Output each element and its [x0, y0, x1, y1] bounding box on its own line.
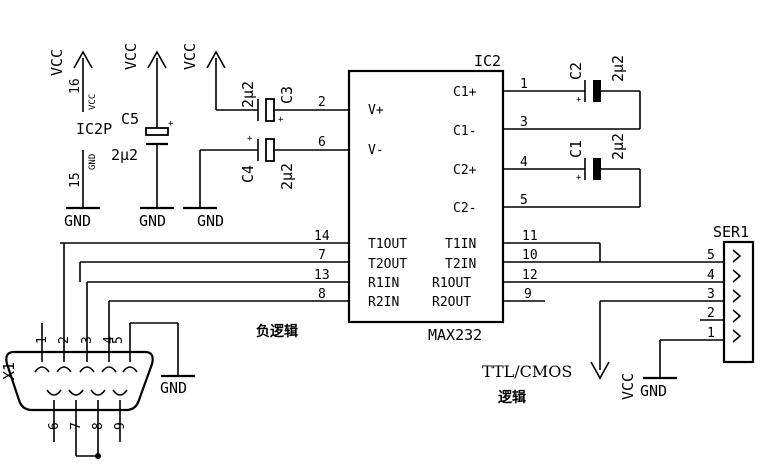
vcc-label: VCC [181, 43, 199, 70]
ic2-pin-name: R1OUT [432, 276, 471, 291]
ic2-pin-num: 10 [522, 248, 538, 263]
ser1-pin-num: 2 [707, 306, 715, 321]
ic2-pin-name: C2- [453, 201, 476, 216]
ic2-pin-num: 12 [522, 268, 538, 283]
x1-pin-num: 9 [113, 422, 128, 430]
ic2-ref: IC2 [474, 52, 501, 70]
c2-body [593, 80, 601, 102]
ic2-pin-num: 9 [524, 287, 532, 302]
gnd-label: GND [197, 212, 224, 230]
x1-pin-num: 6 [47, 422, 62, 430]
c3-body [265, 98, 275, 122]
ic2-pin-name: R2IN [368, 295, 399, 310]
ic2-pin-num: 2 [318, 95, 326, 110]
ser1-body [722, 240, 755, 364]
c4-plus: + [247, 134, 253, 144]
x1-pin-num: 8 [91, 422, 106, 430]
c4-ref: C4 [239, 165, 257, 183]
c2-ref: C2 [567, 62, 585, 80]
ser1-pin-num: 4 [707, 268, 715, 283]
ic2-body [347, 69, 505, 324]
ser1-ref: SER1 [713, 223, 749, 241]
ser1-pin-num: 5 [707, 248, 715, 263]
ic2-pin-num: 4 [520, 155, 528, 170]
ic2-pin-name: C1+ [453, 85, 477, 100]
ic2-pin-name: R1IN [368, 276, 399, 291]
ic2-pin-num: 14 [314, 229, 330, 244]
ic2-pin-num: 5 [520, 193, 528, 208]
ic2-pin-name: T1IN [445, 237, 476, 252]
x1-pin-num: 4 [102, 336, 117, 344]
x1-pin-num: 5 [111, 336, 126, 344]
c2-value: 2μ2 [609, 55, 627, 82]
ic2-pin-num: 13 [314, 268, 330, 283]
ic2-pin-name: T2OUT [368, 257, 407, 272]
x1-pin-num: 2 [57, 336, 72, 344]
x1-body [5, 350, 154, 412]
ic2-pin-num: 1 [520, 77, 528, 92]
c1-ref: C1 [567, 140, 585, 158]
x1-pin-num: 1 [35, 336, 50, 344]
ic2-pin-name: T1OUT [368, 237, 407, 252]
x1-pin-num: 7 [69, 422, 84, 430]
c3-plus: + [278, 115, 284, 125]
ic2p-ref: IC2P [76, 120, 112, 138]
c4-body [265, 138, 275, 162]
c5-value: 2μ2 [111, 146, 138, 164]
ic2p-pin15: 15 [68, 172, 83, 188]
ser1-pin-num: 1 [707, 326, 715, 341]
negative-logic-note: 负逻辑 [256, 323, 298, 340]
c1-value: 2μ2 [609, 133, 627, 160]
gnd-label: GND [139, 212, 166, 230]
ic2-pin-num: 3 [520, 115, 528, 130]
ic2-pin-num: 6 [318, 135, 326, 150]
x1-pin-num: 3 [80, 336, 95, 344]
ic2-part: MAX232 [428, 326, 482, 344]
c3-ref: C3 [278, 86, 296, 104]
ic2-pin-name: C1- [453, 124, 476, 139]
gnd-label: GND [640, 382, 667, 400]
ic2-pin-name: R2OUT [432, 295, 471, 310]
c1-body [593, 158, 601, 180]
c3-value: 2μ2 [239, 81, 257, 108]
vcc-label: VCC [48, 49, 66, 76]
ic2-pin-name: C2+ [453, 163, 477, 178]
ic2-pin-name: V+ [368, 103, 384, 118]
c5-body [145, 127, 169, 136]
ic2-pin-num: 8 [318, 287, 326, 302]
c5-plus: + [168, 119, 174, 129]
ser1-pin-num: 3 [707, 287, 715, 302]
junction-dot [95, 453, 101, 459]
logic-note: 逻辑 [498, 389, 526, 406]
ic2-pin-name: V- [368, 143, 384, 158]
ttl-cmos-note: TTL/CMOS [482, 362, 572, 381]
ic2p-pin16: 16 [68, 78, 83, 94]
vcc-label: VCC [619, 373, 637, 400]
gnd-label: GND [64, 212, 91, 230]
ic2p-gnd-small: GND [88, 154, 98, 170]
ic2-pin-num: 11 [522, 229, 538, 244]
c4-value: 2μ2 [278, 163, 296, 190]
c2-plus: + [576, 95, 582, 105]
ic2-pin-num: 7 [318, 248, 326, 263]
c5-ref: C5 [121, 110, 139, 128]
ic2p-vcc-small: VCC [88, 94, 98, 110]
x1-ref: X1 [0, 362, 18, 380]
gnd-label: GND [160, 379, 187, 397]
vcc-label: VCC [122, 43, 140, 70]
ic2-pin-name: T2IN [445, 257, 476, 272]
c1-plus: + [576, 173, 582, 183]
